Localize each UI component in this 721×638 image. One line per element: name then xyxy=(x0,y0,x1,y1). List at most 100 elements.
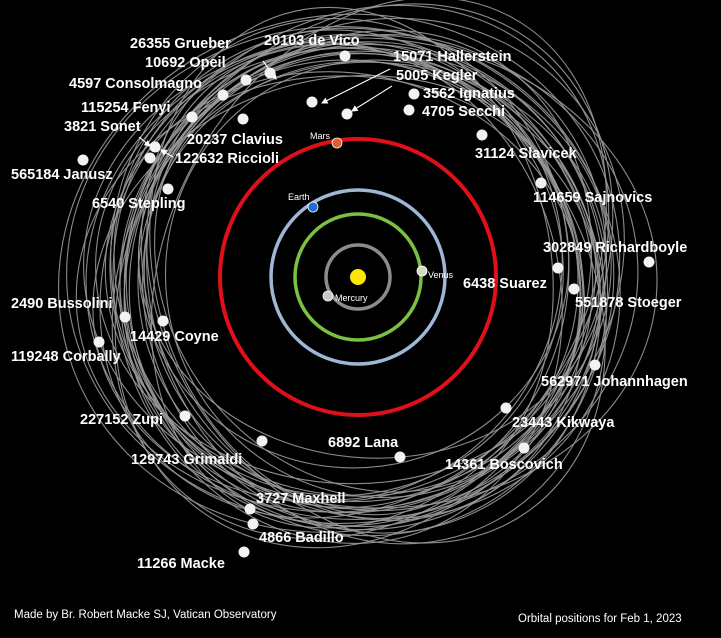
asteroid-label-14429-coyne: 14429 Coyne xyxy=(130,329,219,345)
asteroid-14361-boscovich xyxy=(518,442,530,454)
asteroid-label-562971-johannhagen: 562971 Johannhagen xyxy=(541,374,688,390)
label-pointer-arrow xyxy=(160,149,174,158)
asteroid-orbit xyxy=(112,41,563,544)
earth-orbit xyxy=(269,188,447,366)
asteroid-label-6892-lana: 6892 Lana xyxy=(328,435,399,451)
planet-label-mercury: Mercury xyxy=(335,293,368,303)
asteroid-302849-richardboyle xyxy=(643,256,655,268)
asteroid-label-11266-macke: 11266 Macke xyxy=(137,556,225,572)
asteroid-122632-riccioli xyxy=(144,152,156,164)
asteroid-6438-suarez xyxy=(552,262,564,274)
asteroid-label-302849-richardboyle: 302849 Richardboyle xyxy=(543,240,687,256)
label-pointer-arrow xyxy=(321,68,391,104)
asteroid-label-122632-riccioli: 122632 Riccioli xyxy=(175,151,279,167)
asteroid-label-23443-kikwaya: 23443 Kikwaya xyxy=(512,415,615,431)
asteroid-label-6540-stepling: 6540 Stepling xyxy=(92,196,185,212)
planet-label-mars: Mars xyxy=(310,131,330,141)
asteroid-129743-grimaldi xyxy=(256,435,268,447)
labels: Mercury Venus Earth Mars 26355 Grueber 20103 … xyxy=(11,33,688,572)
asteroid-label-119248-corbally: 119248 Corbally xyxy=(11,349,121,365)
asteroid-label-14361-boscovich: 14361 Boscovich xyxy=(445,457,563,473)
asteroid-2490-bussolini xyxy=(119,311,131,323)
asteroid-3727-maxhell xyxy=(244,503,256,515)
asteroid-6892-lana xyxy=(394,451,406,463)
asteroid-20103-de-vico xyxy=(339,50,351,62)
asteroid-23443-kikwaya xyxy=(500,402,512,414)
asteroid-4866-badillo xyxy=(247,518,259,530)
asteroid-15071-hallerstein xyxy=(341,108,353,120)
asteroid-label-20237-clavius: 20237 Clavius xyxy=(187,132,283,148)
venus-orbit xyxy=(293,212,423,342)
asteroid-3562-ignatius xyxy=(408,88,420,100)
asteroid-31124-slavicek xyxy=(476,129,488,141)
asteroid-label-5005-kegler: 5005 Kegler xyxy=(396,68,478,84)
asteroid-label-227152-zupi: 227152 Zupi xyxy=(80,412,163,428)
asteroid-orbit xyxy=(137,60,579,503)
asteroid-11266-macke xyxy=(238,546,250,558)
asteroid-119248-corbally xyxy=(93,336,105,348)
planet-mars xyxy=(331,137,343,149)
asteroid-orbit xyxy=(109,43,564,497)
asteroid-label-4866-badillo: 4866 Badillo xyxy=(259,530,344,546)
asteroid-20237-clavius xyxy=(237,113,249,125)
asteroid-3821-sonet xyxy=(149,141,161,153)
sun xyxy=(350,269,366,285)
asteroid-label-20103-de-vico: 20103 de Vico xyxy=(264,33,360,49)
asteroid-orbit xyxy=(66,26,615,524)
asteroid-orbit xyxy=(146,43,606,544)
planet-label-venus: Venus xyxy=(428,270,454,280)
asteroid-551878-stoeger xyxy=(568,283,580,295)
planet-mercury xyxy=(322,290,334,302)
asteroid-orbit xyxy=(114,29,592,549)
asteroid-115254-fenyi xyxy=(186,111,198,123)
asteroid-orbit xyxy=(128,43,609,537)
asteroid-label-114659-sajnovics: 114659 Sajnovics xyxy=(533,190,652,206)
label-pointer-arrow xyxy=(351,85,393,112)
asteroid-orbit xyxy=(138,61,608,459)
bodies xyxy=(77,50,655,558)
asteroid-orbit xyxy=(111,3,614,540)
asteroid-565184-janusz xyxy=(77,154,89,166)
asteroid-label-4597-consolmagno: 4597 Consolmagno xyxy=(69,76,202,92)
asteroid-orbit xyxy=(164,59,594,499)
mercury-orbit xyxy=(324,243,392,311)
planet-venus xyxy=(416,265,428,277)
asteroid-orbit xyxy=(113,27,621,520)
asteroid-label-565184-janusz: 565184 Janusz xyxy=(11,167,113,183)
asteroid-10692-opeil xyxy=(240,74,252,86)
asteroid-label-3562-ignatius: 3562 Ignatius xyxy=(423,86,515,102)
asteroid-orbit xyxy=(142,50,602,534)
planet-label-earth: Earth xyxy=(288,192,310,202)
asteroid-label-4705-secchi: 4705 Secchi xyxy=(422,104,505,120)
date-text: Orbital positions for Feb 1, 2023 xyxy=(518,613,682,625)
asteroid-14429-coyne xyxy=(157,315,169,327)
asteroid-label-10692-opeil: 10692 Opeil xyxy=(145,55,226,71)
asteroid-orbit xyxy=(146,33,607,545)
mars-orbit xyxy=(218,137,498,417)
asteroid-label-115254-fenyi: 115254 Fenyi xyxy=(81,100,171,116)
asteroid-562971-johannhagen xyxy=(589,359,601,371)
asteroid-label-15071-hallerstein: 15071 Hallerstein xyxy=(393,49,512,65)
asteroid-orbit xyxy=(140,29,586,521)
asteroid-label-3727-maxhell: 3727 Maxhell xyxy=(256,491,345,507)
asteroid-label-2490-bussolini: 2490 Bussolini xyxy=(11,296,113,312)
asteroid-114659-sajnovics xyxy=(535,177,547,189)
label-pointer-arrow xyxy=(138,136,151,147)
asteroid-label-31124-slavicek: 31124 Slavicek xyxy=(475,146,578,162)
asteroid-label-551878-stoeger: 551878 Stoeger xyxy=(575,295,682,311)
asteroid-4597-consolmagno xyxy=(217,89,229,101)
asteroid-orbit xyxy=(83,37,658,509)
asteroid-label-26355-grueber: 26355 Grueber xyxy=(130,36,231,52)
asteroid-label-3821-sonet: 3821 Sonet xyxy=(64,119,141,135)
planet-earth xyxy=(307,201,319,213)
asteroid-label-129743-grimaldi: 129743 Grimaldi xyxy=(131,452,242,468)
asteroid-orbit xyxy=(149,6,554,516)
credit-text: Made by Br. Robert Macke SJ, Vatican Obs… xyxy=(14,609,277,621)
label-pointers xyxy=(138,60,393,158)
asteroid-4705-secchi xyxy=(403,104,415,116)
asteroid-227152-zupi xyxy=(179,410,191,422)
asteroid-6540-stepling xyxy=(162,183,174,195)
